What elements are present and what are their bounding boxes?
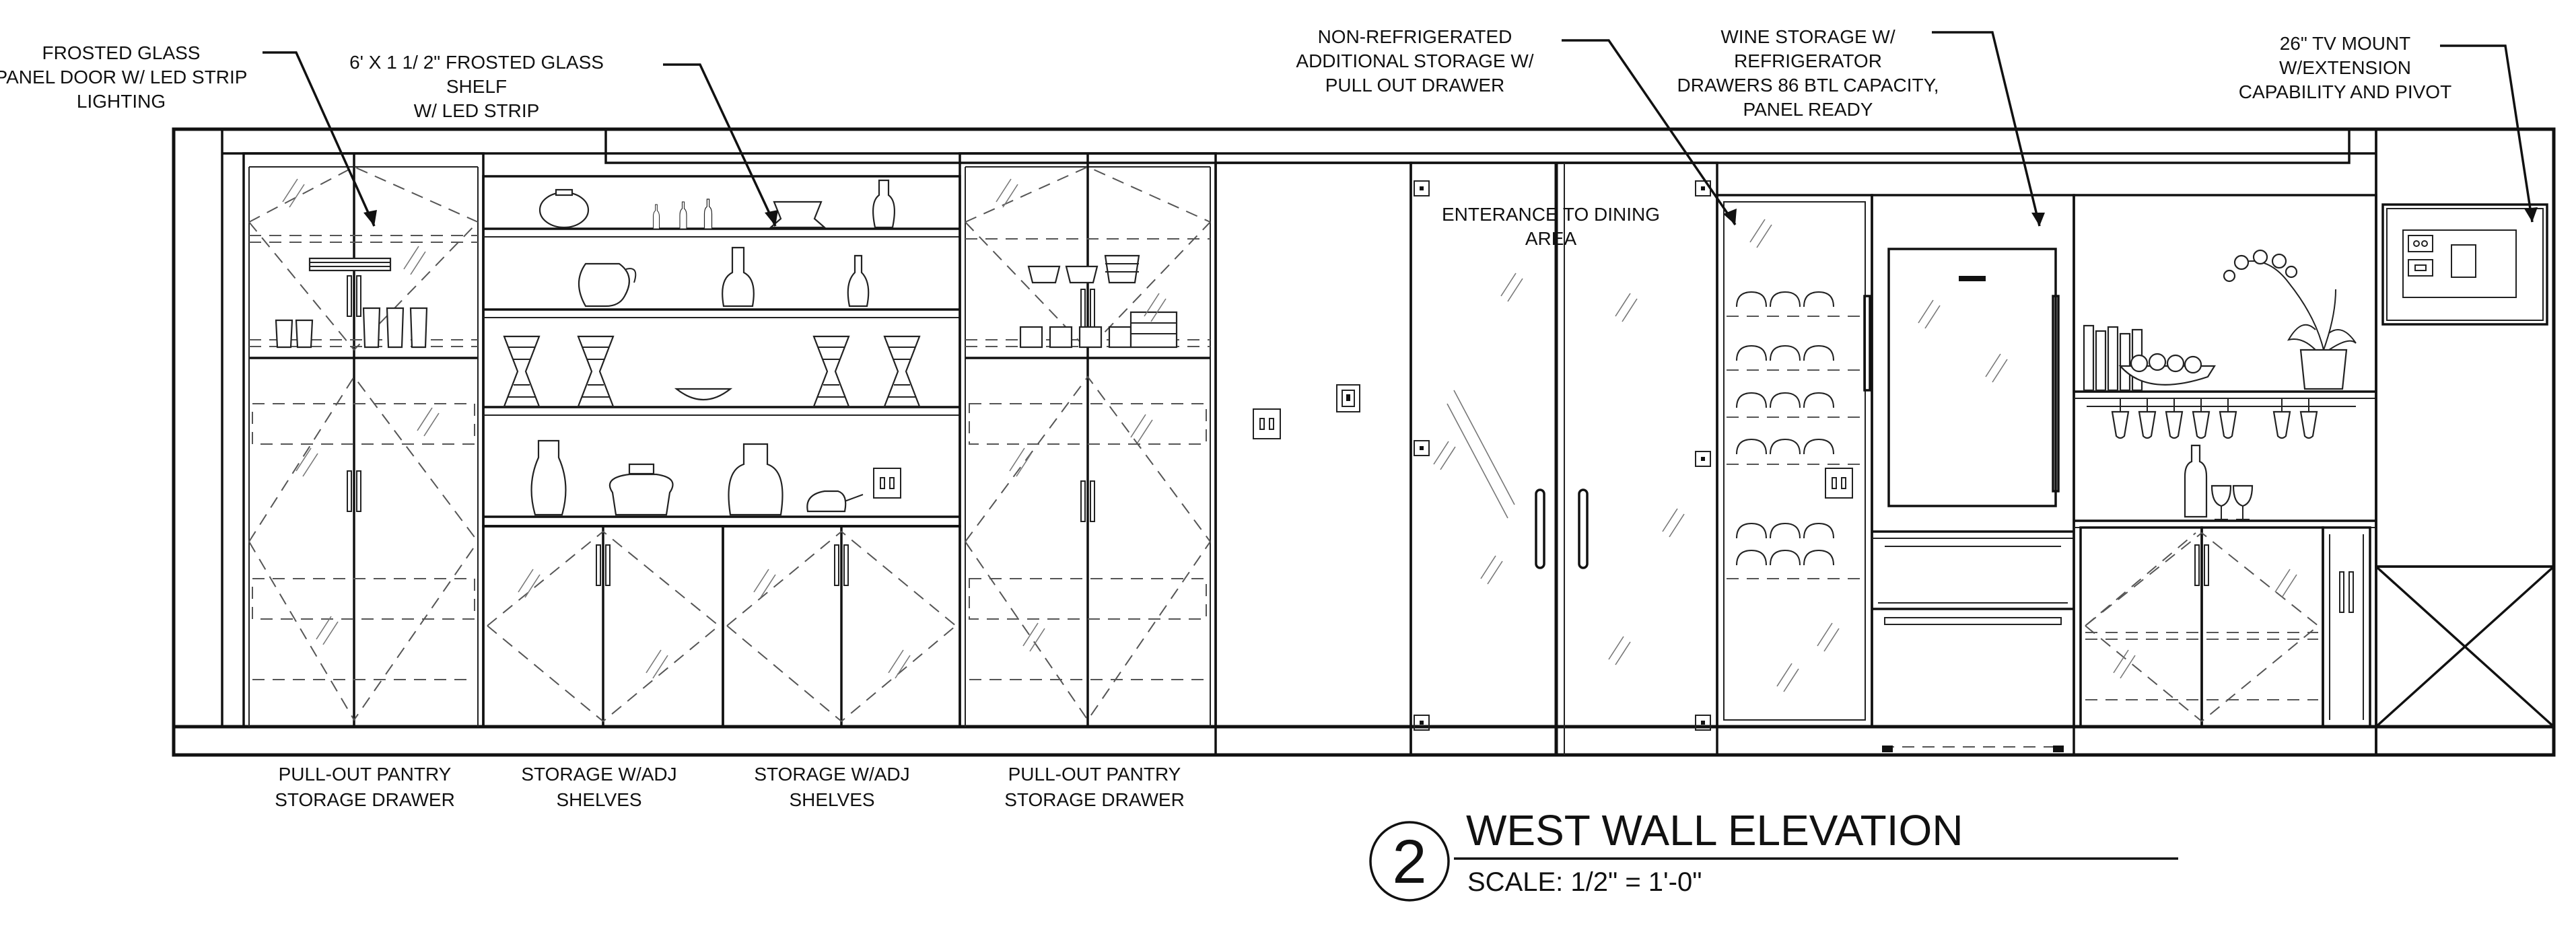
svg-text:PANEL DOOR W/ LED STRIP: PANEL DOOR W/ LED STRIP	[0, 67, 247, 87]
svg-text:WINE STORAGE W/: WINE STORAGE W/	[1720, 26, 1895, 47]
label-non-refrigerated-storage: NON-REFRIGERATED ADDITIONAL STORAGE W/ P…	[1296, 26, 1533, 96]
label-frosted-glass-shelf: 6' X 1 1/ 2" FROSTED GLASS SHELF W/ LED …	[349, 52, 604, 121]
svg-text:AREA: AREA	[1525, 228, 1577, 249]
svg-text:W/EXTENSION: W/EXTENSION	[2279, 57, 2411, 78]
svg-text:CAPABILITY AND PIVOT: CAPABILITY AND PIVOT	[2239, 81, 2451, 102]
label-frosted-glass-door: FROSTED GLASS PANEL DOOR W/ LED STRIP LI…	[0, 42, 247, 112]
label-tv-mount: 26" TV MOUNT W/EXTENSION CAPABILITY AND …	[2239, 33, 2451, 102]
svg-text:PULL-OUT PANTRY: PULL-OUT PANTRY	[1008, 764, 1181, 785]
label-storage-right: STORAGE W/ADJ SHELVES	[754, 764, 909, 810]
svg-text:PANEL READY: PANEL READY	[1743, 99, 1873, 120]
svg-text:STORAGE W/ADJ: STORAGE W/ADJ	[521, 764, 676, 785]
left-pantry-cabinet[interactable]	[242, 152, 485, 728]
svg-text:SHELVES: SHELVES	[556, 789, 641, 810]
tv-panel	[2375, 128, 2555, 756]
cabinet-outline	[172, 127, 2556, 757]
svg-text:W/ LED STRIP: W/ LED STRIP	[414, 100, 540, 121]
bar-lower-cabinets[interactable]	[2079, 526, 2371, 728]
svg-text:PULL-OUT PANTRY: PULL-OUT PANTRY	[279, 764, 452, 785]
bar-area	[2073, 194, 2377, 756]
label-pantry-right: PULL-OUT PANTRY STORAGE DRAWER	[1004, 764, 1185, 810]
svg-text:FROSTED GLASS: FROSTED GLASS	[42, 42, 201, 63]
drawing-number: 2	[1392, 828, 1426, 896]
svg-text:6' X 1 1/ 2" FROSTED GLASS: 6' X 1 1/ 2" FROSTED GLASS	[349, 52, 604, 73]
label-storage-left: STORAGE W/ADJ SHELVES	[521, 764, 676, 810]
drawing-scale: SCALE: 1/2" = 1'-0"	[1467, 867, 1702, 897]
svg-text:STORAGE W/ADJ: STORAGE W/ADJ	[754, 764, 909, 785]
drawing-number-circle	[1369, 821, 1450, 902]
lower-storage-cabinets[interactable]	[482, 525, 961, 728]
svg-text:SHELF: SHELF	[446, 76, 507, 97]
label-wine-storage: WINE STORAGE W/ REFRIGERATOR DRAWERS 86 …	[1677, 26, 1939, 120]
open-shelving	[482, 175, 961, 528]
svg-text:DRAWERS 86 BTL CAPACITY,: DRAWERS 86 BTL CAPACITY,	[1677, 75, 1939, 96]
label-entrance: ENTERANCE TO DINING AREA	[1442, 204, 1660, 249]
svg-text:26" TV MOUNT: 26" TV MOUNT	[2280, 33, 2411, 54]
svg-text:LIGHTING: LIGHTING	[77, 91, 166, 112]
label-pantry-left: PULL-OUT PANTRY STORAGE DRAWER	[275, 764, 455, 810]
right-pantry-cabinet[interactable]	[959, 152, 1217, 728]
svg-text:NON-REFRIGERATED: NON-REFRIGERATED	[1318, 26, 1512, 47]
svg-text:ADDITIONAL STORAGE W/: ADDITIONAL STORAGE W/	[1296, 50, 1533, 71]
drawing-title: WEST WALL ELEVATION	[1466, 806, 1963, 855]
wine-storage-cabinet[interactable]	[1716, 194, 1873, 728]
svg-text:STORAGE DRAWER: STORAGE DRAWER	[1004, 789, 1185, 810]
svg-text:SHELVES: SHELVES	[789, 789, 874, 810]
svg-text:PULL OUT DRAWER: PULL OUT DRAWER	[1325, 75, 1505, 96]
title-block: 2 WEST WALL ELEVATION SCALE: 1/2" = 1'-0…	[1369, 806, 2178, 902]
dining-entrance-doors[interactable]	[1409, 161, 1718, 756]
svg-text:STORAGE DRAWER: STORAGE DRAWER	[275, 789, 455, 810]
leader-lines	[263, 31, 2538, 227]
svg-text:REFRIGERATOR: REFRIGERATOR	[1734, 50, 1882, 71]
wall-panel	[1214, 161, 1412, 756]
refrigerator[interactable]	[1871, 194, 2075, 752]
svg-text:ENTERANCE TO DINING: ENTERANCE TO DINING	[1442, 204, 1660, 225]
